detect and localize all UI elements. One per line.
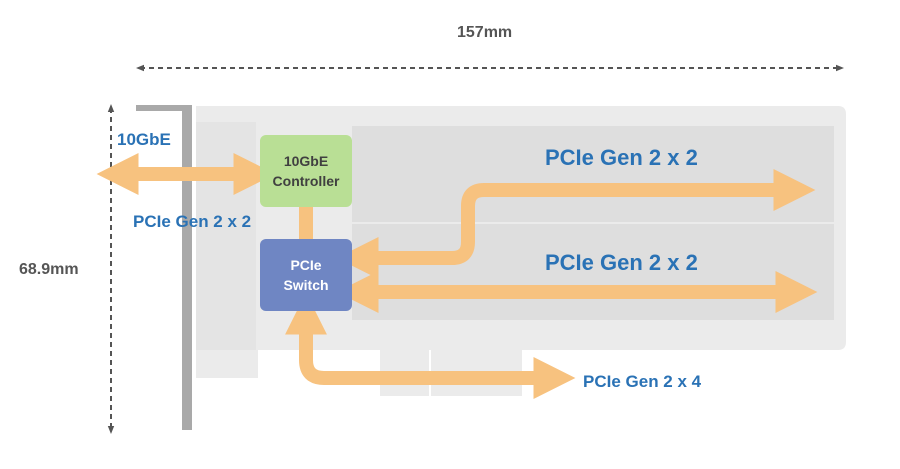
switch-chip-line1: PCIe <box>290 257 322 273</box>
board-inner-panel <box>196 122 256 350</box>
height-dimension-label: 68.9mm <box>19 261 79 278</box>
upper-slot-link-arrow <box>336 169 816 279</box>
lower-slot-label: PCIe Gen 2 x 2 <box>545 250 698 275</box>
host-link-arrow <box>285 292 576 399</box>
ethernet-controller-chip: 10GbE Controller <box>260 135 352 207</box>
mounting-bracket <box>182 108 192 430</box>
width-dimension-label: 157mm <box>457 24 513 41</box>
switch-chip-line2: Switch <box>283 277 329 293</box>
controller-chip-line2: Controller <box>272 173 340 189</box>
upper-slot-label: PCIe Gen 2 x 2 <box>545 145 698 170</box>
controller-link-label: PCIe Gen 2 x 2 <box>133 212 252 231</box>
slot-upper <box>352 126 834 222</box>
pcie-switch-chip: PCIe Switch <box>260 239 352 311</box>
bracket-top-tab <box>136 105 192 111</box>
ethernet-port-label: 10GbE <box>117 130 171 149</box>
controller-chip-line1: 10GbE <box>283 153 329 169</box>
host-link-label: PCIe Gen 2 x 4 <box>583 372 702 391</box>
